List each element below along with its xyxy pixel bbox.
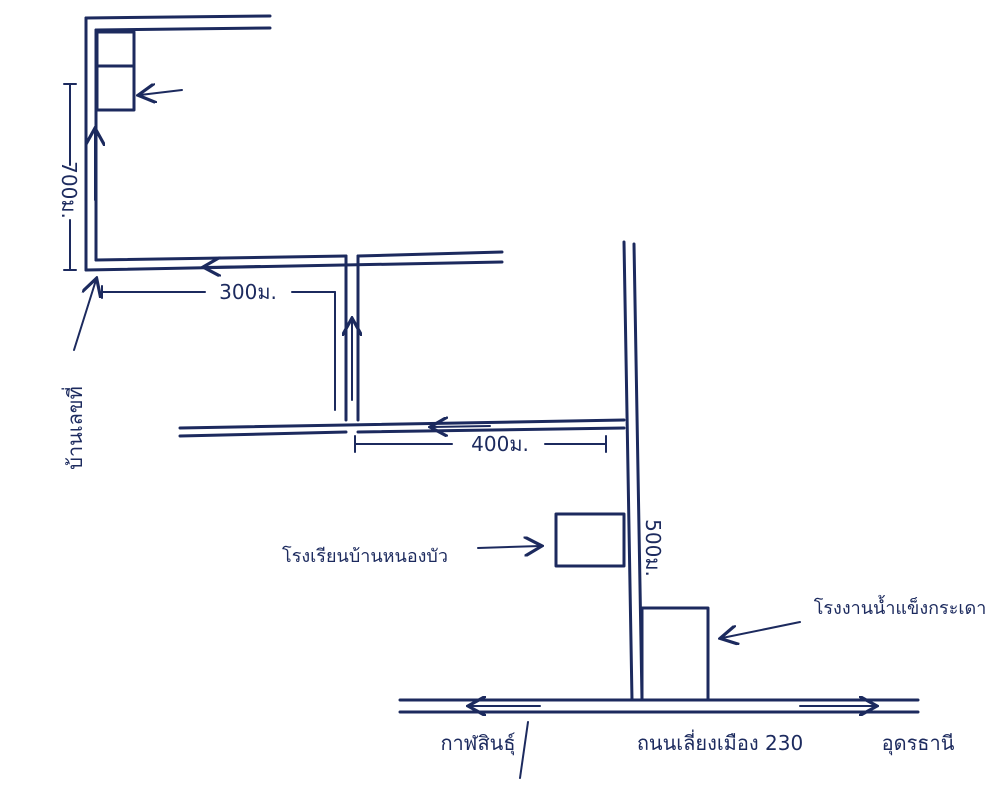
destination-house	[95, 30, 136, 68]
highway-label: ถนนเลี่ยงเมือง 230	[637, 729, 803, 755]
destination-arrow	[140, 90, 183, 95]
road-north-segment	[84, 14, 272, 272]
route-arrow-lower	[432, 426, 491, 427]
distance-label-lower: 400ม.	[471, 432, 529, 456]
distance-label-main: 500ม.	[641, 519, 665, 577]
dimension-north	[63, 83, 77, 271]
school-label: โรงเรียนบ้านหนองบัว	[282, 545, 448, 567]
west-city-tick	[519, 721, 529, 779]
ice-factory-building	[640, 606, 710, 702]
destination-pointer	[73, 280, 96, 351]
factory-arrow	[722, 621, 801, 638]
distance-label-north: 700ม.	[57, 161, 81, 219]
road-connector-segment	[344, 254, 360, 422]
destination-house-hatched	[95, 64, 136, 112]
destination-label: บ้านเลขที่	[61, 386, 87, 470]
route-arrow-middle	[205, 266, 261, 267]
factory-label: โรงงานน้ำแข็งกระเดา	[814, 595, 987, 619]
east-city-label: อุดรธานี	[882, 731, 955, 756]
west-city-label: กาฬสินธุ์	[440, 731, 515, 756]
road-main-segment	[622, 240, 644, 702]
school-building	[554, 512, 626, 568]
distance-label-middle: 300ม.	[219, 280, 277, 304]
road-lower-segment	[178, 418, 626, 438]
road-middle-segment	[84, 250, 504, 272]
dimension-lower	[354, 435, 607, 453]
school-arrow	[477, 546, 540, 548]
dimension-middle	[101, 285, 336, 411]
